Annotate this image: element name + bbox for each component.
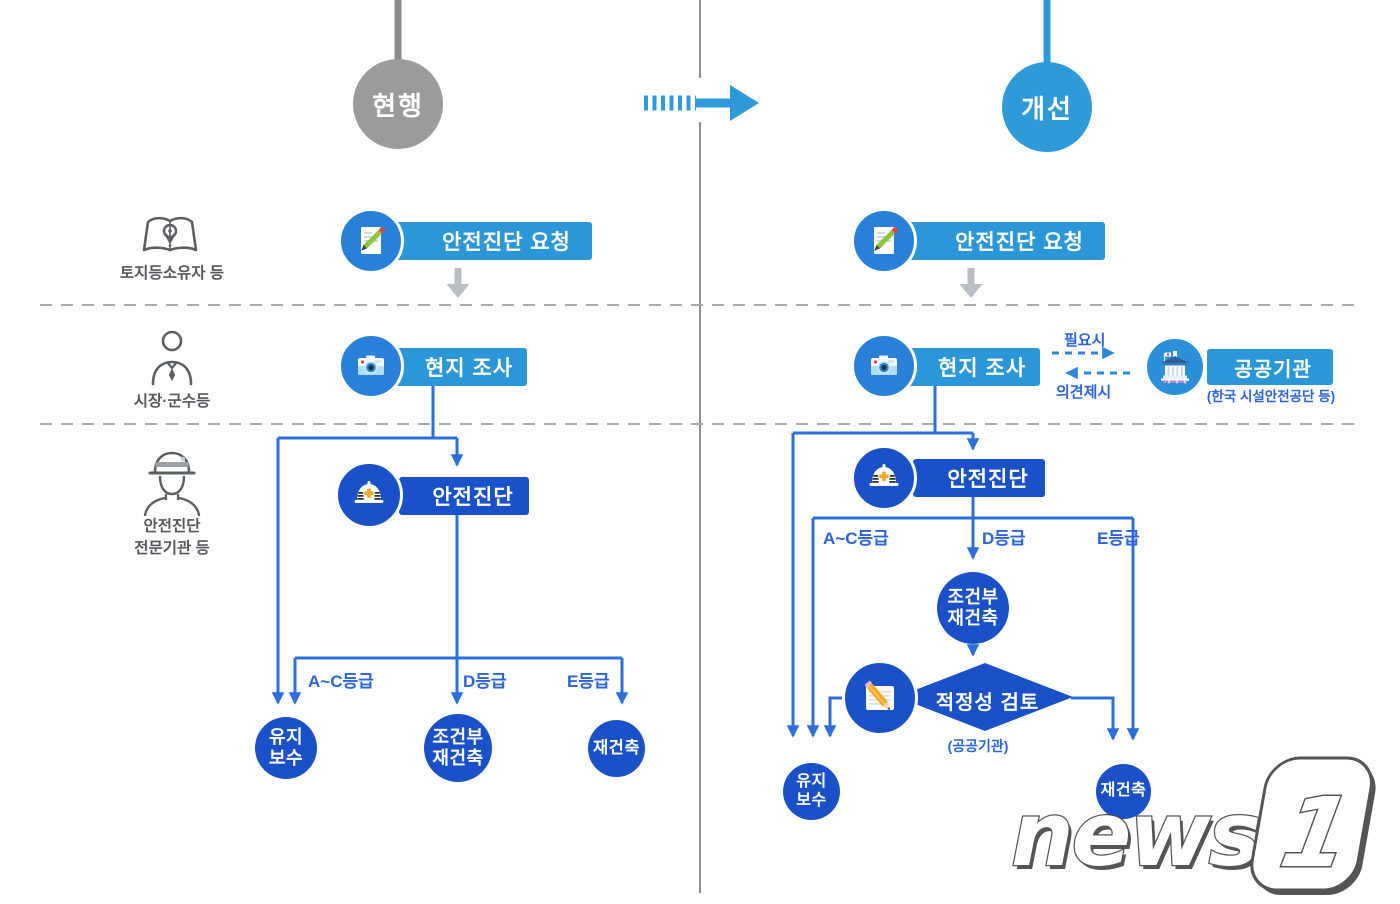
actor-mayor-label: 시장·군수등 [133, 393, 211, 410]
right-grade-e-label: E등급 [1097, 529, 1140, 548]
right-survey-pill: 현지 조사 [908, 348, 1040, 386]
actor-owner-label: 토지등소유자 등 [119, 265, 225, 282]
current-header-circle: 현행 [353, 59, 443, 149]
left-request-label: 안전진단 요청 [442, 231, 571, 254]
right-flow-connectors [786, 385, 1140, 741]
actor-agency-label-line2: 전문기관 등 [134, 540, 210, 557]
left-grade-e-label: E등급 [567, 672, 610, 691]
right-survey-icon-circle [851, 333, 917, 399]
review-subnote: (공공기관) [947, 738, 1009, 754]
safety-helmet-icon [869, 464, 899, 486]
left-request-pill: 안전진단 요청 [395, 222, 592, 260]
news1-watermark: news news 1 [995, 748, 1400, 900]
camera-icon [871, 355, 897, 375]
review-icon-circle [842, 660, 918, 736]
left-survey-pill: 현지 조사 [395, 348, 527, 386]
map-location-icon [142, 216, 198, 252]
right-diagnosis-pill: 안전진단 [913, 459, 1045, 497]
right-maintain-circle: 유지 보수 [783, 763, 840, 820]
right-request-icon-circle [851, 208, 917, 274]
right-request-label: 안전진단 요청 [955, 231, 1084, 254]
left-survey-icon-circle [338, 333, 404, 399]
actor-agency-label-line1: 안전진단 [143, 518, 201, 535]
document-pencil-icon [361, 226, 386, 254]
public-org-pill: 공공기관 [1207, 349, 1333, 385]
header-stems [394, 0, 1051, 65]
improved-label: 개선 [1021, 93, 1073, 124]
left-survey-label: 현지 조사 [424, 357, 514, 380]
review-diamond-label: 적정성 검토 [935, 692, 1040, 714]
right-rebuild-circle: 재건축 [1096, 764, 1151, 819]
right-survey-label: 현지 조사 [937, 357, 1027, 380]
left-rebuild-circle: 재건축 [588, 720, 645, 777]
government-building-icon [1161, 351, 1189, 384]
left-maintain-circle: 유지 보수 [255, 717, 317, 779]
improved-header-circle: 개선 [1002, 62, 1092, 152]
right-diagnosis-label: 안전진단 [947, 468, 1029, 491]
need-label: 필요시 [1064, 332, 1106, 349]
public-org-icon-circle [1144, 336, 1206, 398]
safety-helmet-icon [354, 481, 384, 503]
mayor-person-icon [151, 330, 193, 386]
row-separators [40, 304, 1360, 425]
public-org-label: 공공기관 [1234, 358, 1312, 381]
right-request-pill: 안전진단 요청 [908, 222, 1105, 260]
review-diamond [897, 663, 1073, 731]
left-diagnosis-pill: 안전진단 [399, 477, 529, 515]
transition-arrow [644, 85, 759, 121]
current-label: 현행 [372, 90, 424, 121]
right-diagnosis-icon-circle [851, 445, 917, 511]
public-org-subnote: (한국 시설안전공단 등) [1206, 389, 1336, 404]
diagnosis-agency-worker-icon [143, 451, 201, 516]
right-conditional-rebuild-circle: 조건부 재건축 [937, 572, 1009, 644]
right-grade-ac-label: A~C등급 [823, 529, 889, 548]
document-pencil-icon [874, 226, 899, 254]
left-diagnosis-label: 안전진단 [432, 486, 514, 509]
right-grade-d-label: D등급 [982, 529, 1026, 548]
news1-logo: news news 1 [1010, 756, 1376, 895]
left-request-icon-circle [338, 208, 404, 274]
left-conditional-rebuild-circle: 조건부 재건축 [424, 714, 492, 782]
svg-text:news: news [1014, 787, 1262, 890]
request-down-arrows [446, 268, 983, 298]
left-diagnosis-icon-circle [335, 461, 403, 529]
left-grade-d-label: D등급 [463, 672, 507, 691]
opinion-label: 의견제시 [1056, 384, 1112, 401]
notepad-pencil-icon [864, 680, 894, 711]
left-grade-ac-label: A~C등급 [308, 672, 374, 691]
watermark-word: news [1011, 783, 1259, 886]
camera-icon [358, 355, 384, 375]
consult-dashed-arrows [1052, 346, 1130, 380]
left-flow-connectors [271, 385, 629, 705]
